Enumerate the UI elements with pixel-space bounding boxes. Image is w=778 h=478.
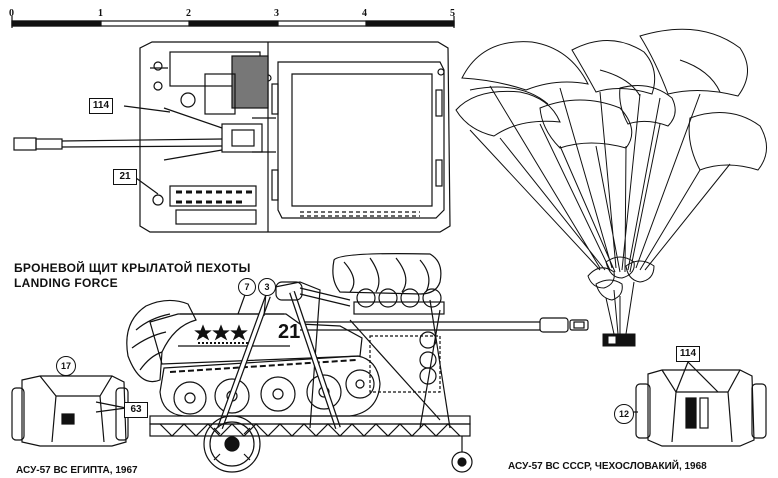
- callout-12: 12: [614, 404, 634, 424]
- callout-63: 63: [124, 402, 148, 418]
- side-view-drawing: [126, 253, 589, 473]
- scale-tick-1: 1: [98, 8, 103, 19]
- hull-number: 21: [278, 321, 301, 343]
- callout-17: 17: [56, 356, 76, 376]
- title-russian: БРОНЕВОЙ ЩИТ КРЫЛАТОЙ ПЕХОТЫ: [14, 261, 251, 275]
- callout-114-rear: 114: [676, 346, 700, 362]
- callout-3: 3: [258, 278, 276, 296]
- scale-tick-0: 0: [9, 8, 14, 19]
- scale-tick-4: 4: [362, 8, 367, 19]
- rear-view-drawing: [628, 361, 767, 447]
- callout-114-top: 114: [89, 98, 113, 114]
- parachute-cluster-drawing: [455, 28, 767, 347]
- scale-tick-5: 5: [450, 8, 455, 19]
- callout-7: 7: [238, 278, 256, 296]
- scale-bar: [11, 16, 455, 28]
- scale-tick-2: 2: [186, 8, 191, 19]
- scale-tick-3: 3: [274, 8, 279, 19]
- title-english: LANDING FORCE: [14, 276, 118, 290]
- callout-21-top: 21: [113, 169, 137, 185]
- caption-ussr: АСУ-57 ВС СССР, ЧЕХОСЛОВАКИЙ, 1968: [508, 461, 707, 472]
- caption-egypt: АСУ-57 ВС ЕГИПТА, 1967: [16, 465, 138, 476]
- top-view-drawing: [13, 41, 451, 233]
